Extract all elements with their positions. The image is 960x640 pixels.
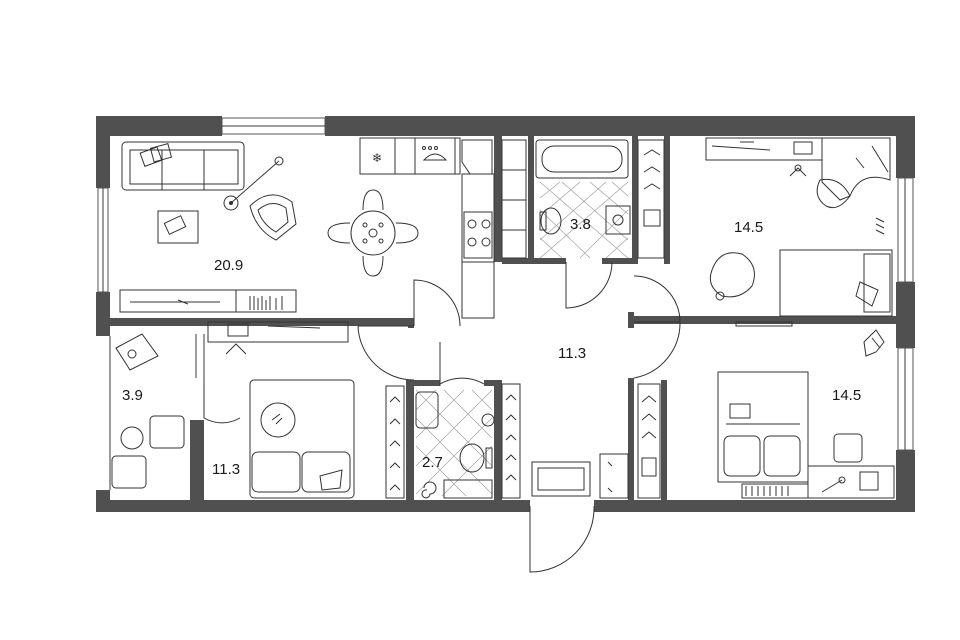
bedroom-1-furniture bbox=[705, 137, 893, 327]
area-label-dressing: 3.9 bbox=[122, 387, 143, 404]
bedroom-2-furniture bbox=[637, 329, 895, 499]
area-labels: 20.9 3.8 14.5 11.3 3.9 11.3 2.7 14.5 bbox=[122, 216, 861, 478]
area-label-wc: 2.7 bbox=[422, 454, 443, 471]
bathroom-fixtures bbox=[501, 139, 665, 259]
wc-fixtures bbox=[385, 385, 495, 499]
windows bbox=[97, 117, 914, 451]
area-label-bedroom-1: 14.5 bbox=[734, 219, 763, 236]
walls bbox=[96, 116, 915, 512]
area-label-bedroom-2: 14.5 bbox=[832, 387, 861, 404]
area-label-bedroom-3: 11.3 bbox=[212, 461, 240, 478]
hall-fixtures bbox=[357, 261, 681, 573]
living-room-furniture: ❄ bbox=[119, 137, 495, 319]
bedroom-3-furniture bbox=[207, 321, 355, 499]
area-label-hall: 11.3 bbox=[558, 345, 586, 362]
area-label-living-kitchen: 20.9 bbox=[214, 257, 243, 274]
svg-text:❄: ❄ bbox=[372, 151, 382, 165]
dressing-furniture bbox=[111, 333, 241, 489]
area-label-bathroom: 3.8 bbox=[570, 216, 591, 233]
